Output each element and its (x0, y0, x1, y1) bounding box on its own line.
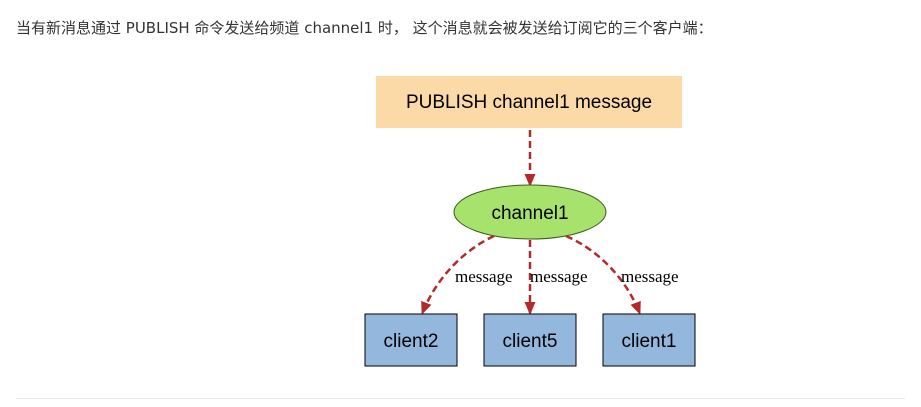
client5-label: client5 (503, 331, 558, 352)
edge-channel-to-client1 (565, 234, 642, 315)
client2-label: client2 (384, 331, 439, 352)
client2-node (364, 313, 458, 367)
intro-text: 当有新消息通过 PUBLISH 命令发送给频道 channel1 时， 这个消息… (16, 19, 713, 37)
publish-command-label: PUBLISH channel1 message (406, 92, 652, 113)
client1-node (602, 313, 696, 367)
client5-node (483, 313, 577, 367)
bottom-divider (16, 398, 905, 399)
channel-label: channel1 (491, 203, 568, 224)
channel-node (453, 184, 607, 240)
client1-label: client1 (622, 331, 677, 352)
edge-label-client5: message (530, 267, 588, 286)
publish-command-node (376, 76, 682, 128)
edge-label-client1: message (621, 267, 679, 286)
edge-label-client2: message (455, 267, 513, 286)
